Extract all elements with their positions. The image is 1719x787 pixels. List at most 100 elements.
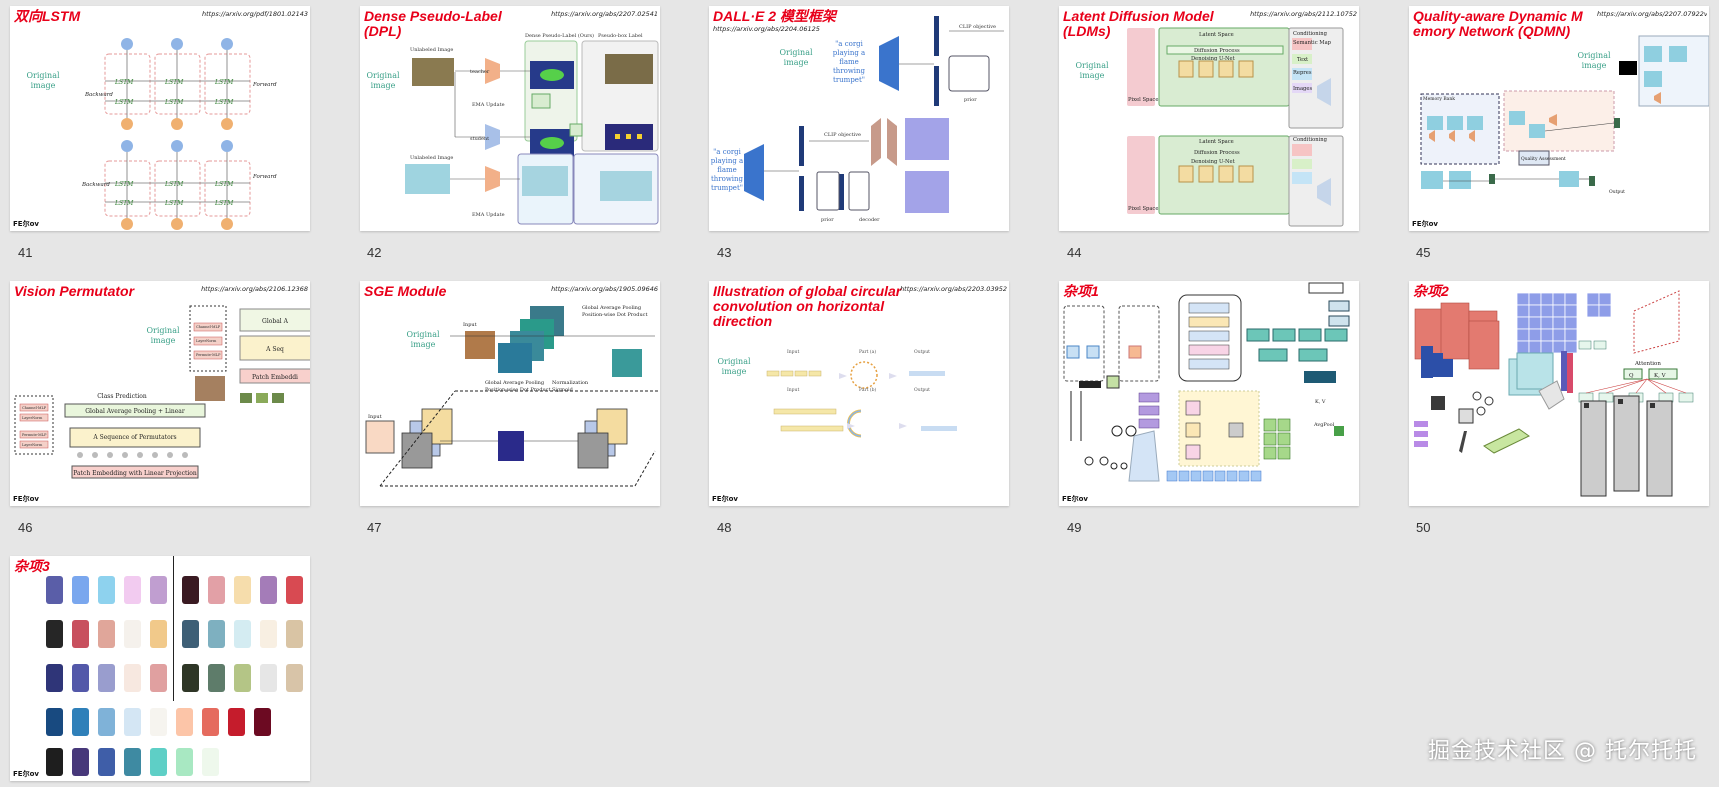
- svg-text:Dense Pseudo-Label (Ours): Dense Pseudo-Label (Ours): [525, 32, 594, 39]
- svg-text:Global Average Pooling: Global Average Pooling: [582, 305, 642, 311]
- svg-text:LSTM: LSTM: [214, 181, 234, 188]
- color-swatch: [72, 620, 89, 648]
- color-swatch: [254, 708, 271, 736]
- lstm-label: LSTM: [114, 79, 134, 86]
- svg-text:flame: flame: [717, 166, 737, 174]
- svg-text:throwing: throwing: [711, 175, 744, 183]
- slide-number: 48: [717, 520, 732, 535]
- svg-text:Normalization: Normalization: [552, 380, 589, 386]
- svg-text:Output: Output: [1609, 189, 1625, 195]
- svg-text:LayerNorm: LayerNorm: [196, 339, 217, 343]
- svg-text:Channel-MLP: Channel-MLP: [196, 325, 221, 329]
- color-swatch: [46, 620, 63, 648]
- color-swatch: [208, 620, 225, 648]
- original-image-label: Original image: [717, 357, 751, 376]
- slide-title: 杂项3: [14, 558, 50, 574]
- original-image-label: Original image: [1075, 61, 1109, 80]
- color-swatch: [286, 576, 303, 604]
- svg-text:Q: Q: [1629, 373, 1634, 379]
- svg-text:AvgPool: AvgPool: [1313, 422, 1335, 428]
- original-image-label: Original image: [26, 71, 60, 90]
- svg-text:student: student: [470, 136, 489, 142]
- color-swatch: [202, 748, 219, 776]
- svg-text:Global Average Pooling + Linea: Global Average Pooling + Linear: [85, 408, 185, 415]
- original-image-label: Original image: [366, 71, 400, 90]
- slide-url: https://arxiv.org/abs/2203.03952: [900, 285, 1007, 293]
- slide-number: 49: [1067, 520, 1082, 535]
- svg-text:Position-wise Dot Product: Position-wise Dot Product: [485, 387, 550, 393]
- svg-text:Diffusion Process: Diffusion Process: [1194, 150, 1240, 156]
- svg-text:Conditioning: Conditioning: [1293, 31, 1328, 37]
- svg-text:"a corgi: "a corgi: [713, 148, 742, 156]
- svg-text:Forward: Forward: [252, 174, 277, 180]
- color-swatch: [260, 620, 277, 648]
- svg-text:Forward: Forward: [252, 82, 277, 88]
- color-swatch: [72, 748, 89, 776]
- svg-text:Global Average Pooling: Global Average Pooling: [485, 380, 545, 386]
- svg-text:Sigmoid: Sigmoid: [552, 387, 574, 393]
- svg-text:prior: prior: [821, 217, 834, 223]
- svg-text:LSTM: LSTM: [164, 200, 184, 207]
- slide-number: 41: [18, 245, 33, 260]
- logo: FE尔ov: [1062, 495, 1088, 503]
- svg-text:EMA Update: EMA Update: [472, 102, 505, 108]
- slide-url: https://arxiv.org/pdf/1801.02143: [202, 10, 308, 18]
- color-swatch: [150, 664, 167, 692]
- svg-text:LayerNorm: LayerNorm: [22, 416, 43, 420]
- color-swatch: [46, 576, 63, 604]
- slide-url: https://arxiv.org/abs/2204.06125: [713, 25, 820, 33]
- slide-thumbnail-palette[interactable]: 杂项3 FE尔ov: [10, 556, 310, 781]
- color-swatch: [124, 576, 141, 604]
- color-swatch: [98, 576, 115, 604]
- svg-text:Permute-MLP: Permute-MLP: [22, 433, 47, 437]
- svg-text:Patch Embeddi: Patch Embeddi: [252, 374, 298, 381]
- color-swatch: [98, 664, 115, 692]
- svg-text:Input: Input: [787, 387, 799, 393]
- slide-title: Vision Permutator: [14, 283, 135, 299]
- latent-space-label: Latent Space: [1199, 32, 1234, 38]
- logo: FE尔ov: [1412, 220, 1438, 228]
- svg-text:Input: Input: [463, 322, 477, 328]
- color-swatch: [98, 748, 115, 776]
- color-swatch: [176, 748, 193, 776]
- slide-title: 杂项1: [1063, 283, 1099, 299]
- svg-text:A Seq: A Seq: [265, 346, 284, 353]
- svg-text:LSTM: LSTM: [214, 200, 234, 207]
- svg-text:Repres: Repres: [1293, 70, 1312, 76]
- input-label: Input: [368, 414, 382, 420]
- svg-text:Conditioning: Conditioning: [1293, 137, 1328, 143]
- svg-text:LSTM: LSTM: [214, 79, 234, 86]
- svg-text:decoder: decoder: [859, 217, 880, 223]
- svg-text:Backward: Backward: [81, 182, 110, 188]
- slide-url: https://arxiv.org/abs/2112.10752: [1250, 10, 1357, 18]
- original-image-label: Original image: [1577, 51, 1611, 70]
- svg-text:prior: prior: [964, 97, 977, 103]
- color-swatch: [72, 664, 89, 692]
- svg-text:Pixel Space: Pixel Space: [1128, 97, 1158, 103]
- slide-url: https://arxiv.org/abs/2207.07922v1: [1597, 10, 1707, 18]
- svg-text:Denoising U-Net: Denoising U-Net: [1191, 56, 1236, 62]
- color-swatch: [98, 620, 115, 648]
- color-swatch: [286, 664, 303, 692]
- svg-text:trumpet": trumpet": [833, 76, 865, 84]
- slide-number: 50: [1416, 520, 1431, 535]
- color-swatch: [46, 664, 63, 692]
- svg-text:Semantic Map: Semantic Map: [1293, 40, 1332, 46]
